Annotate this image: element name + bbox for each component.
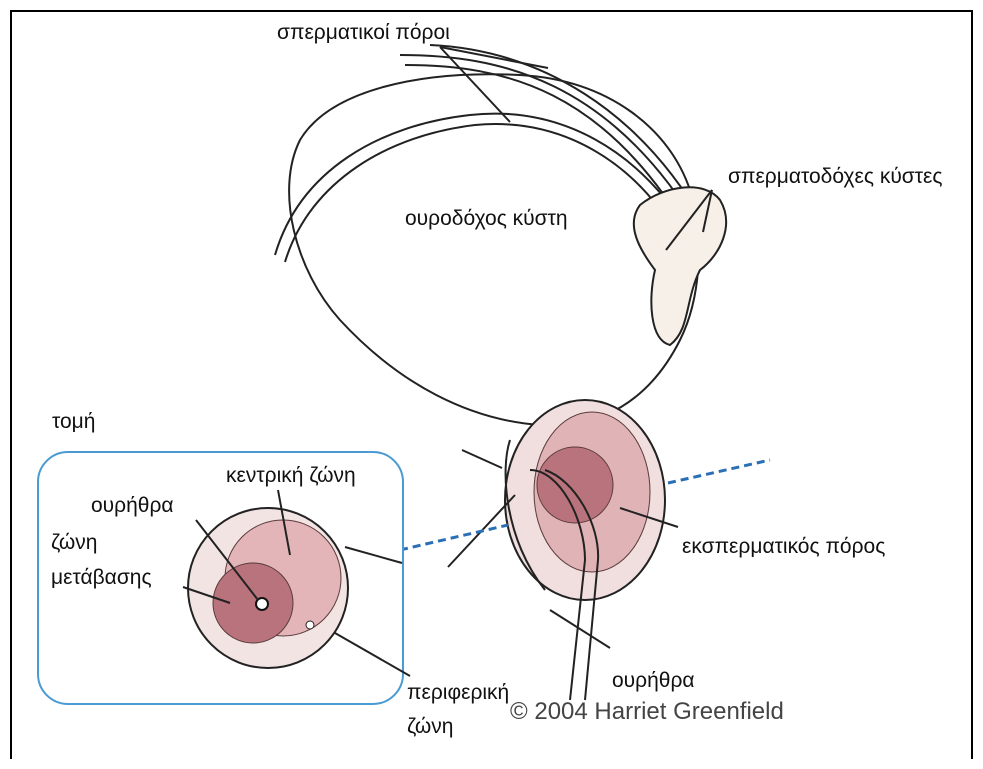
section-duct-dot bbox=[306, 621, 314, 629]
label-seminal-vesicles: σπερματοδόχες κύστες bbox=[728, 165, 943, 189]
label-section: τομή bbox=[52, 410, 95, 434]
label-transition-zone-2: μετάβασης bbox=[51, 566, 152, 590]
label-ejaculatory-duct: εκσπερματικός πόρος bbox=[682, 535, 885, 559]
label-urethra-section: ουρήθρα bbox=[91, 494, 174, 518]
label-central-zone: κεντρική ζώνη bbox=[226, 464, 356, 488]
section-transition bbox=[213, 563, 293, 643]
section-dashed-line-right bbox=[668, 460, 770, 483]
label-bladder: ουροδόχος κύστη bbox=[405, 207, 568, 231]
copyright-text: © 2004 Harriet Greenfield bbox=[510, 698, 784, 726]
bladder-shape bbox=[289, 74, 699, 425]
label-transition-zone-1: ζώνη bbox=[51, 531, 97, 555]
label-peripheral-zone-2: ζώνη bbox=[407, 715, 453, 739]
section-dashed-line-left bbox=[400, 525, 508, 550]
label-peripheral-zone-1: περιφερική bbox=[407, 681, 509, 705]
label-urethra: ουρήθρα bbox=[612, 669, 695, 693]
label-seminal-ducts: σπερματικοί πόροι bbox=[277, 21, 450, 45]
